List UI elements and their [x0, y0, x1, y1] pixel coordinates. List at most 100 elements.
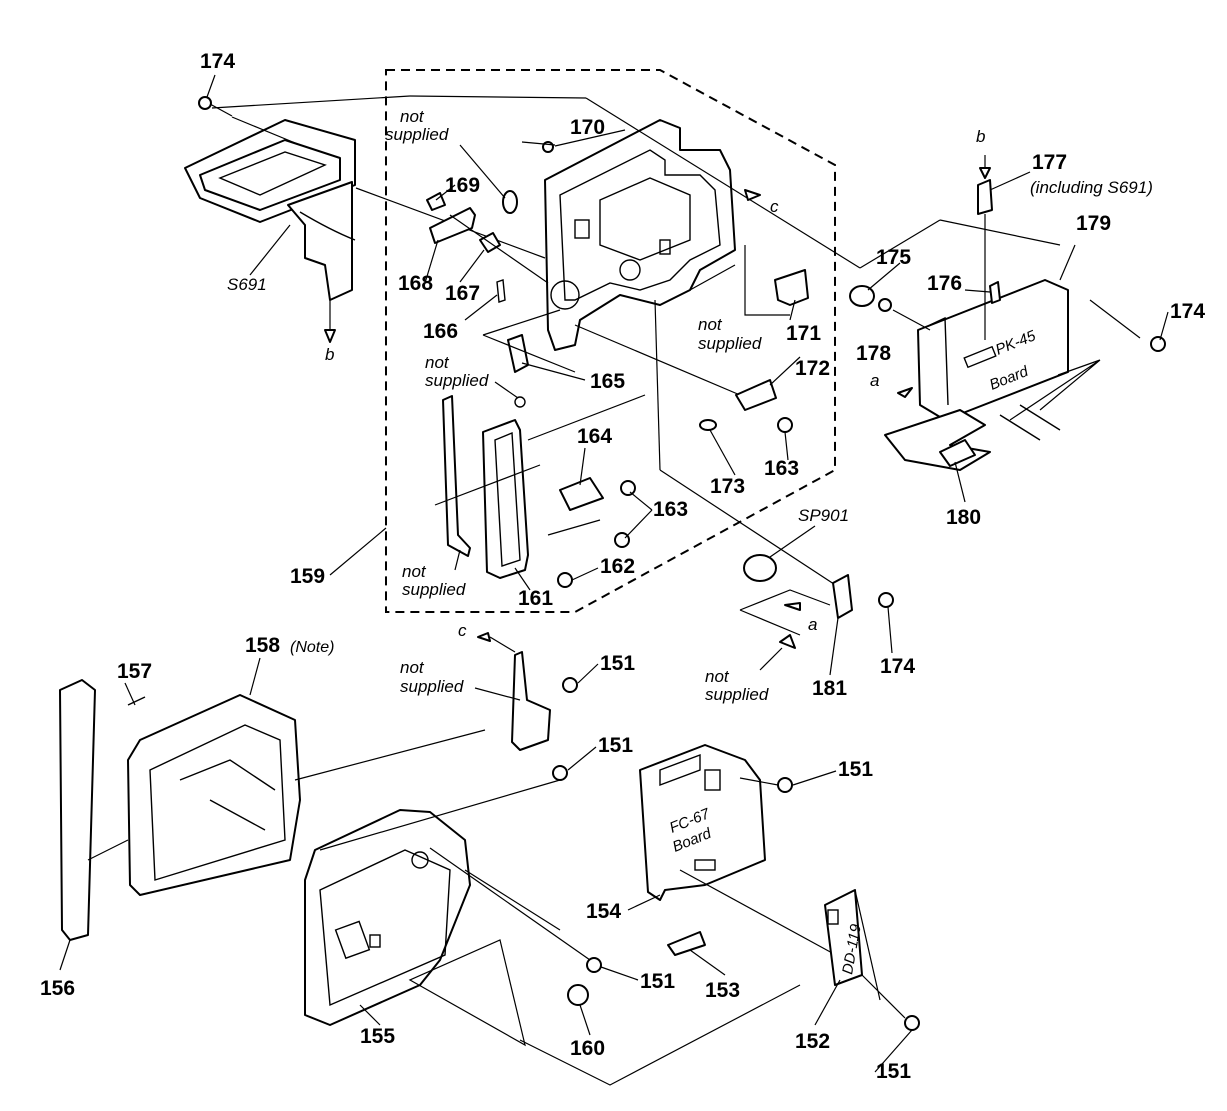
note-not-supplied-1b: supplied [385, 125, 449, 144]
screw-174-bottom [878, 592, 894, 608]
part-155-chassis [304, 809, 471, 1026]
arrow-a-left [784, 602, 801, 611]
label-159: 159 [290, 565, 325, 588]
label-160: 160 [570, 1037, 605, 1060]
label-sp901: SP901 [798, 506, 849, 525]
ref-b-upper: b [976, 127, 985, 146]
ref-a-upper: a [870, 371, 879, 390]
label-155: 155 [360, 1025, 395, 1048]
note-not-supplied-3b: supplied [425, 371, 489, 390]
label-175: 175 [876, 246, 911, 269]
part-173 [699, 419, 717, 431]
label-163-left: 163 [653, 498, 688, 521]
lcd-module [184, 96, 356, 301]
arrow-b [979, 167, 991, 179]
label-169: 169 [445, 174, 480, 197]
label-168: 168 [398, 272, 433, 295]
arrow-a-right [897, 387, 913, 398]
label-156: 156 [40, 977, 75, 1000]
arrow-b-down [324, 329, 336, 343]
subassembly-boundary [385, 69, 836, 613]
bracket-181 [832, 574, 853, 619]
spring-166 [514, 396, 526, 408]
part-171 [774, 269, 809, 306]
screw-151-d [777, 777, 793, 793]
speaker-sp901 [743, 554, 777, 582]
label-157: 157 [117, 660, 152, 683]
side-rails [434, 395, 541, 579]
note-not-supplied-3a: not [425, 353, 450, 372]
label-171: 171 [786, 322, 821, 345]
label-151-b: 151 [598, 734, 633, 757]
screw-151-c [586, 957, 602, 973]
ref-a-lower: a [808, 615, 817, 634]
screw-174-right [1150, 336, 1166, 352]
note-not-supplied-6b: supplied [705, 685, 769, 704]
label-166: 166 [423, 320, 458, 343]
note-not-supplied-5b: supplied [400, 677, 464, 696]
part-178 [878, 298, 892, 312]
part-153 [667, 931, 706, 956]
ref-c-lower: c [458, 621, 467, 640]
label-151-c: 151 [838, 758, 873, 781]
note-not-supplied-5a: not [400, 658, 425, 677]
part-157 [127, 696, 146, 706]
label-152: 152 [795, 1030, 830, 1053]
label-151-d: 151 [640, 970, 675, 993]
label-153: 153 [705, 979, 740, 1002]
note-not-supplied-2a: not [698, 315, 723, 334]
ref-c-upper: c [770, 197, 779, 216]
screw-151-a [562, 677, 578, 693]
note-not-supplied-4b: supplied [402, 580, 466, 599]
part-not-supplied-clip [779, 634, 796, 649]
note-not-supplied-4a: not [402, 562, 427, 581]
part-176 [989, 281, 1001, 304]
bracket-not-supplied [511, 651, 551, 751]
label-164: 164 [577, 425, 612, 448]
label-174-top: 174 [200, 50, 235, 73]
label-167: 167 [445, 282, 480, 305]
note-not-supplied-1a: not [400, 107, 425, 126]
screw-162 [557, 572, 573, 588]
label-s691: S691 [227, 275, 267, 294]
label-179: 179 [1076, 212, 1111, 235]
screw-151-e [904, 1015, 920, 1031]
main-frame [542, 119, 736, 351]
label-174-bottom: 174 [880, 655, 915, 678]
screw-163-upper [777, 417, 793, 433]
label-151-a: 151 [600, 652, 635, 675]
label-154: 154 [586, 900, 621, 923]
label-177: 177 [1032, 151, 1067, 174]
label-163-right: 163 [764, 457, 799, 480]
part-168-169-group [426, 190, 549, 303]
label-172: 172 [795, 357, 830, 380]
pk45-board [884, 279, 1069, 471]
arrow-c-lower [477, 632, 491, 642]
screw-163-a [620, 480, 636, 496]
label-180: 180 [946, 506, 981, 529]
screw-151-b [552, 765, 568, 781]
label-151-e: 151 [876, 1060, 911, 1083]
label-170: 170 [570, 116, 605, 139]
label-174-right: 174 [1170, 300, 1205, 323]
part-164 [559, 477, 604, 511]
label-173: 173 [710, 475, 745, 498]
part-158-module [127, 694, 301, 896]
part-165 [507, 334, 529, 373]
label-165: 165 [590, 370, 625, 393]
note-not-supplied-2b: supplied [698, 334, 762, 353]
label-note: (Note) [290, 639, 334, 656]
label-178: 178 [856, 342, 891, 365]
note-not-supplied-6a: not [705, 667, 730, 686]
label-161: 161 [518, 587, 553, 610]
screw-160 [567, 984, 589, 1006]
screw-163-b [614, 532, 630, 548]
label-including-s691: (including S691) [1030, 178, 1153, 197]
ref-b-lower: b [325, 345, 334, 364]
label-181: 181 [812, 677, 847, 700]
fc67-board [639, 744, 766, 901]
label-176: 176 [927, 272, 962, 295]
part-177 [977, 179, 993, 215]
